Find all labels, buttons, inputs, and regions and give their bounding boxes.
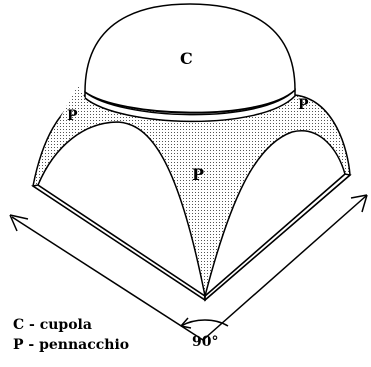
label-cupola: C xyxy=(180,49,193,68)
label-pendentive-right: P xyxy=(298,97,309,113)
label-pendentive-left: P xyxy=(67,108,78,124)
legend-pendentive: P - pennacchio xyxy=(13,335,129,355)
legend-cupola: C - cupola xyxy=(13,315,129,335)
label-pendentive-center: P xyxy=(192,165,204,184)
legend: C - cupola P - pennacchio xyxy=(13,315,129,355)
label-right-angle: 90° xyxy=(192,334,218,350)
